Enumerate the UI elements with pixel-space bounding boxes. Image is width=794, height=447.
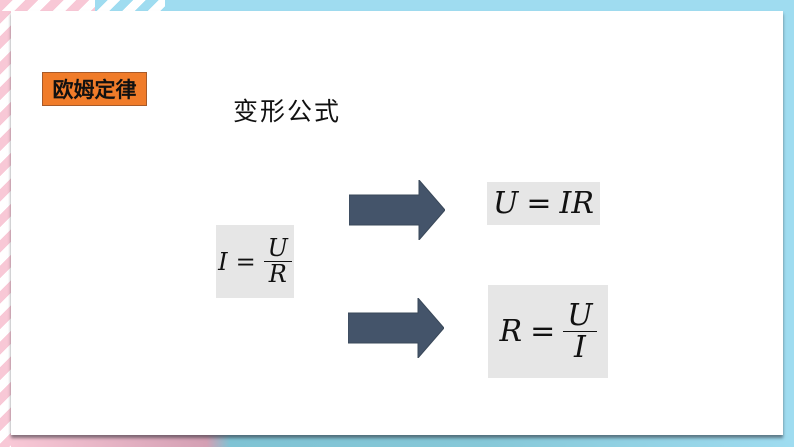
section-label: 欧姆定律 [42, 72, 147, 106]
fraction-denominator: R [268, 260, 287, 288]
formula-rhs: IR [559, 186, 594, 221]
frame-band-bottom [11, 435, 794, 447]
formula-ohms-law: I = U R [216, 225, 294, 298]
formula-equals: = [526, 186, 552, 221]
frame-stripe-left [0, 11, 11, 447]
frame-stripe-top-blue [95, 0, 165, 11]
slide-title: 变形公式 [233, 97, 342, 126]
fraction-denominator: I [573, 330, 586, 365]
formula-equals: = [530, 314, 556, 349]
formula-equals: = [235, 247, 256, 276]
formula-fraction: U I [563, 299, 597, 365]
fraction-numerator: U [263, 235, 292, 262]
formula-lhs: U [493, 186, 519, 221]
fraction-numerator: U [563, 299, 597, 332]
frame-band-right [783, 11, 794, 447]
formula-fraction: U R [263, 235, 292, 288]
section-label-text: 欧姆定律 [52, 78, 137, 102]
right-arrow-icon [348, 298, 444, 358]
formula-lhs: I [218, 247, 228, 276]
right-arrow-icon [349, 180, 445, 240]
frame-band-top [165, 0, 794, 11]
formula-voltage: U = IR [487, 182, 600, 225]
formula-lhs: R [499, 314, 523, 349]
formula-resistance: R = U I [488, 285, 608, 378]
frame-stripe-top-pink [0, 0, 95, 11]
